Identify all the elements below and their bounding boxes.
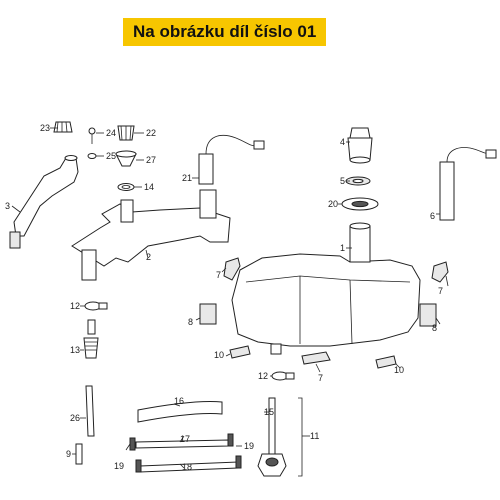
part-8-blocks [199, 303, 437, 327]
callout-3: 3 [5, 201, 10, 211]
part-9-connector [75, 443, 83, 465]
callout-5: 5 [340, 176, 345, 186]
callout-7c: 7 [318, 373, 323, 383]
part-23-cap [53, 121, 73, 133]
callout-6: 6 [430, 211, 435, 221]
part-12-clip-upper [84, 301, 108, 311]
callout-12b: 12 [258, 371, 268, 381]
callout-11: 11 [310, 431, 319, 441]
part-1-fuel-tank [231, 222, 421, 355]
callout-8a: 8 [188, 317, 193, 327]
callout-20: 20 [328, 199, 338, 209]
callout-10a: 10 [214, 350, 224, 360]
part-4-cap [347, 127, 373, 164]
part-6-sensor [439, 147, 497, 221]
part-22-filler-neck [117, 125, 135, 141]
callout-15: 15 [264, 407, 274, 417]
callout-2: 2 [146, 252, 151, 262]
part-24-screw [88, 127, 96, 144]
callout-19a: 19 [114, 461, 124, 471]
callout-9: 9 [66, 449, 71, 459]
callout-23: 23 [40, 123, 50, 133]
callout-19b: 19 [244, 441, 254, 451]
callout-7b: 7 [438, 286, 443, 296]
callout-26: 26 [70, 413, 80, 423]
callout-18: 18 [182, 462, 192, 472]
callout-24: 24 [106, 128, 116, 138]
part-13-fitting [83, 319, 99, 359]
callout-16: 16 [174, 396, 184, 406]
callout-21: 21 [182, 173, 192, 183]
callout-7a: 7 [216, 270, 221, 280]
page-title: Na obrázku díl číslo 01 [133, 22, 317, 41]
callout-8b: 8 [432, 323, 437, 333]
callout-17: 17 [180, 434, 190, 444]
part-7-pads [223, 257, 449, 365]
part-12-clip-lower [271, 371, 295, 381]
bracket-11 [298, 397, 303, 477]
callout-1: 1 [340, 243, 345, 253]
part-15-fuel-tap [257, 397, 287, 477]
part-2-mount-bracket [71, 189, 231, 281]
part-27-funnel [115, 150, 137, 167]
callout-27: 27 [146, 155, 156, 165]
callout-13: 13 [70, 345, 80, 355]
part-21-sensor [198, 135, 265, 185]
leader-lines [11, 127, 449, 469]
callout-14: 14 [144, 182, 154, 192]
part-20-ring [341, 197, 379, 211]
part-5-gasket [345, 176, 371, 186]
callout-22: 22 [146, 128, 156, 138]
part-3-bracket [9, 155, 79, 249]
callout-labels: 23 24 25 22 27 14 3 21 2 12 13 26 9 16 1… [5, 123, 443, 472]
part-25-washer [87, 153, 97, 159]
part-14-ring [117, 183, 135, 191]
callout-4: 4 [340, 137, 345, 147]
part-26-hose [85, 385, 95, 437]
callout-10b: 10 [394, 365, 404, 375]
title-banner: Na obrázku díl číslo 01 [123, 18, 327, 46]
part-10-pads [229, 345, 397, 369]
callout-12a: 12 [70, 301, 80, 311]
callout-25: 25 [106, 151, 116, 161]
part-16-hose [137, 400, 223, 423]
